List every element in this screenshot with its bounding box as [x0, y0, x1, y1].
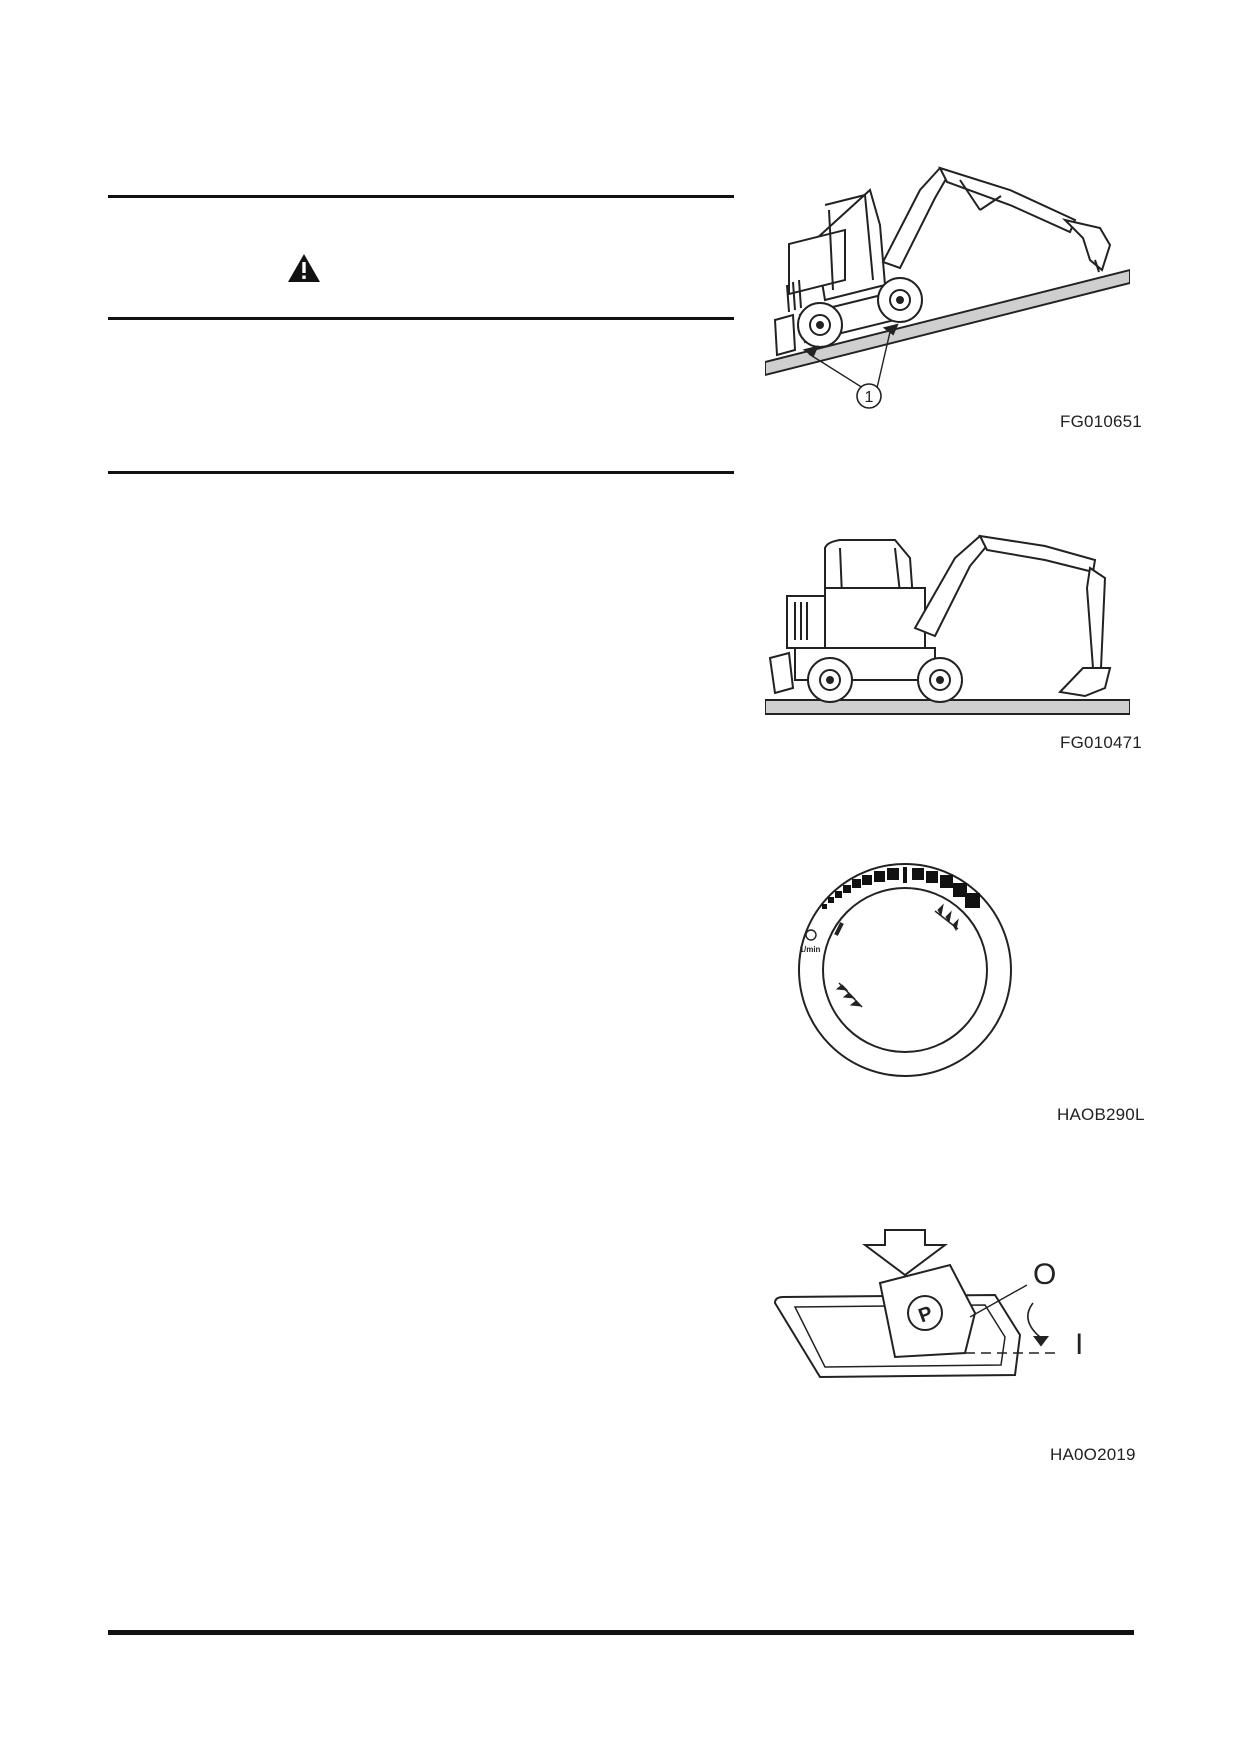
figure-parking-brake-switch: P [765, 1225, 1125, 1395]
figure-level-parking [764, 528, 1131, 718]
figure-code-level: FG010471 [1060, 733, 1142, 752]
switch-position-o: O [1033, 1258, 1057, 1291]
figure-slope-parking: 1 [764, 150, 1131, 420]
switch-position-i: I [1075, 1328, 1084, 1361]
dial-unit-label: 1/min [800, 945, 821, 954]
figure-speed-dial: 1/min [790, 855, 1020, 1080]
warning-triangle-icon [287, 253, 321, 283]
figure-code-dial: HAOB290L [1057, 1105, 1145, 1124]
figure-code-switch: HA0O2019 [1050, 1445, 1136, 1464]
warning-top-rule [108, 195, 734, 198]
warning-bottom-rule [108, 471, 734, 474]
warning-middle-rule [108, 317, 734, 320]
footer-rule [108, 1630, 1134, 1635]
slope-callout-label: 1 [865, 389, 874, 406]
figure-code-slope: FG010651 [1060, 412, 1142, 431]
